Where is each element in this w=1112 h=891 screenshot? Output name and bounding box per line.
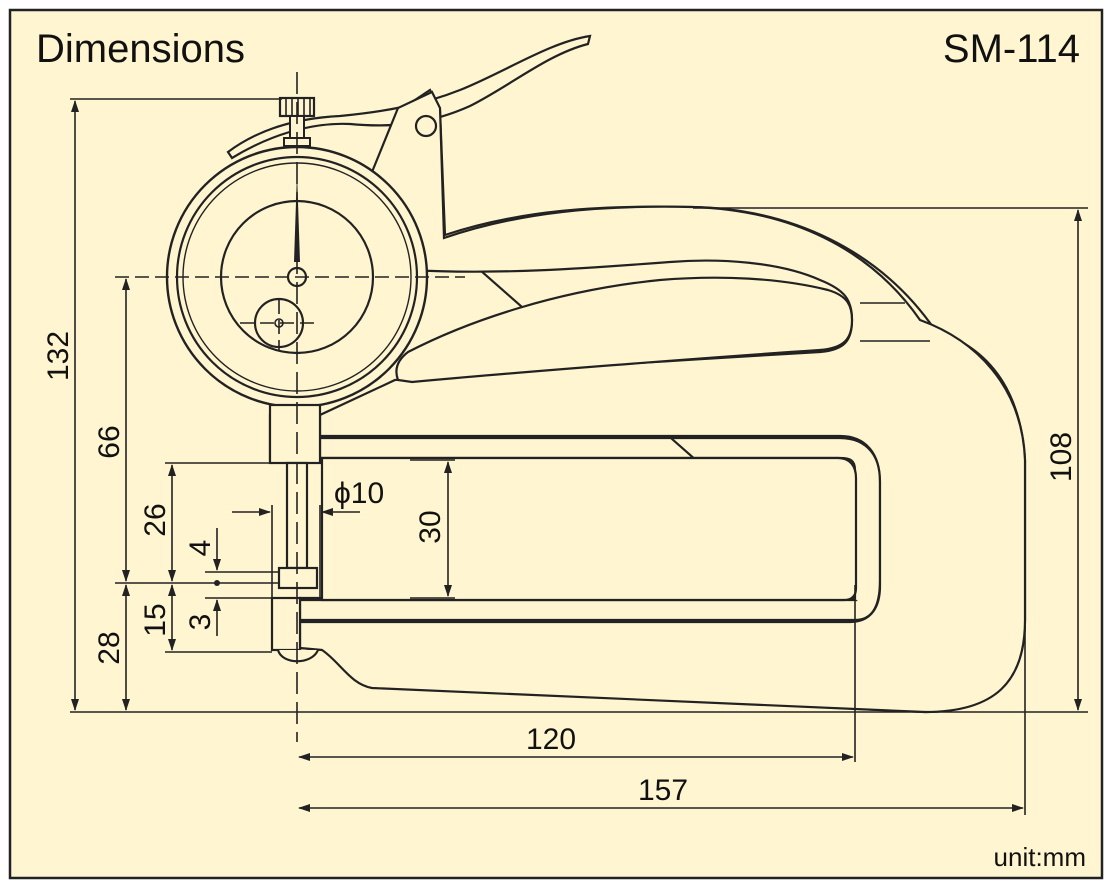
label-30: 30 [414, 510, 447, 543]
label-26: 26 [139, 503, 172, 536]
label-phi10: ϕ10 [334, 477, 384, 510]
label-28: 28 [93, 631, 126, 664]
frame-body [298, 90, 1027, 714]
page-title: Dimensions [36, 27, 245, 71]
anvil [270, 596, 302, 652]
pivot-pin [414, 114, 438, 138]
frame-throat [320, 456, 858, 602]
frame-window [395, 276, 854, 384]
label-120: 120 [526, 723, 576, 756]
lever-arm [226, 34, 592, 160]
gauge-stem [268, 403, 322, 465]
label-4: 4 [184, 540, 217, 557]
label-3: 3 [184, 614, 217, 631]
label-66: 66 [93, 425, 126, 458]
center-lines [115, 72, 465, 742]
label-15: 15 [139, 603, 172, 636]
gauge-frame [226, 34, 1027, 714]
contact-point [277, 566, 319, 590]
model-label: SM-114 [943, 27, 1080, 71]
dimension-labels: 132 66 28 26 15 4 3 30 108 ϕ10 120 157 [42, 331, 1078, 807]
unit-label: unit:mm [994, 842, 1086, 872]
label-108: 108 [1045, 432, 1078, 482]
dial-needle [294, 172, 300, 262]
label-157: 157 [638, 774, 688, 807]
dimension-lines [70, 98, 1088, 815]
label-132: 132 [42, 331, 75, 381]
